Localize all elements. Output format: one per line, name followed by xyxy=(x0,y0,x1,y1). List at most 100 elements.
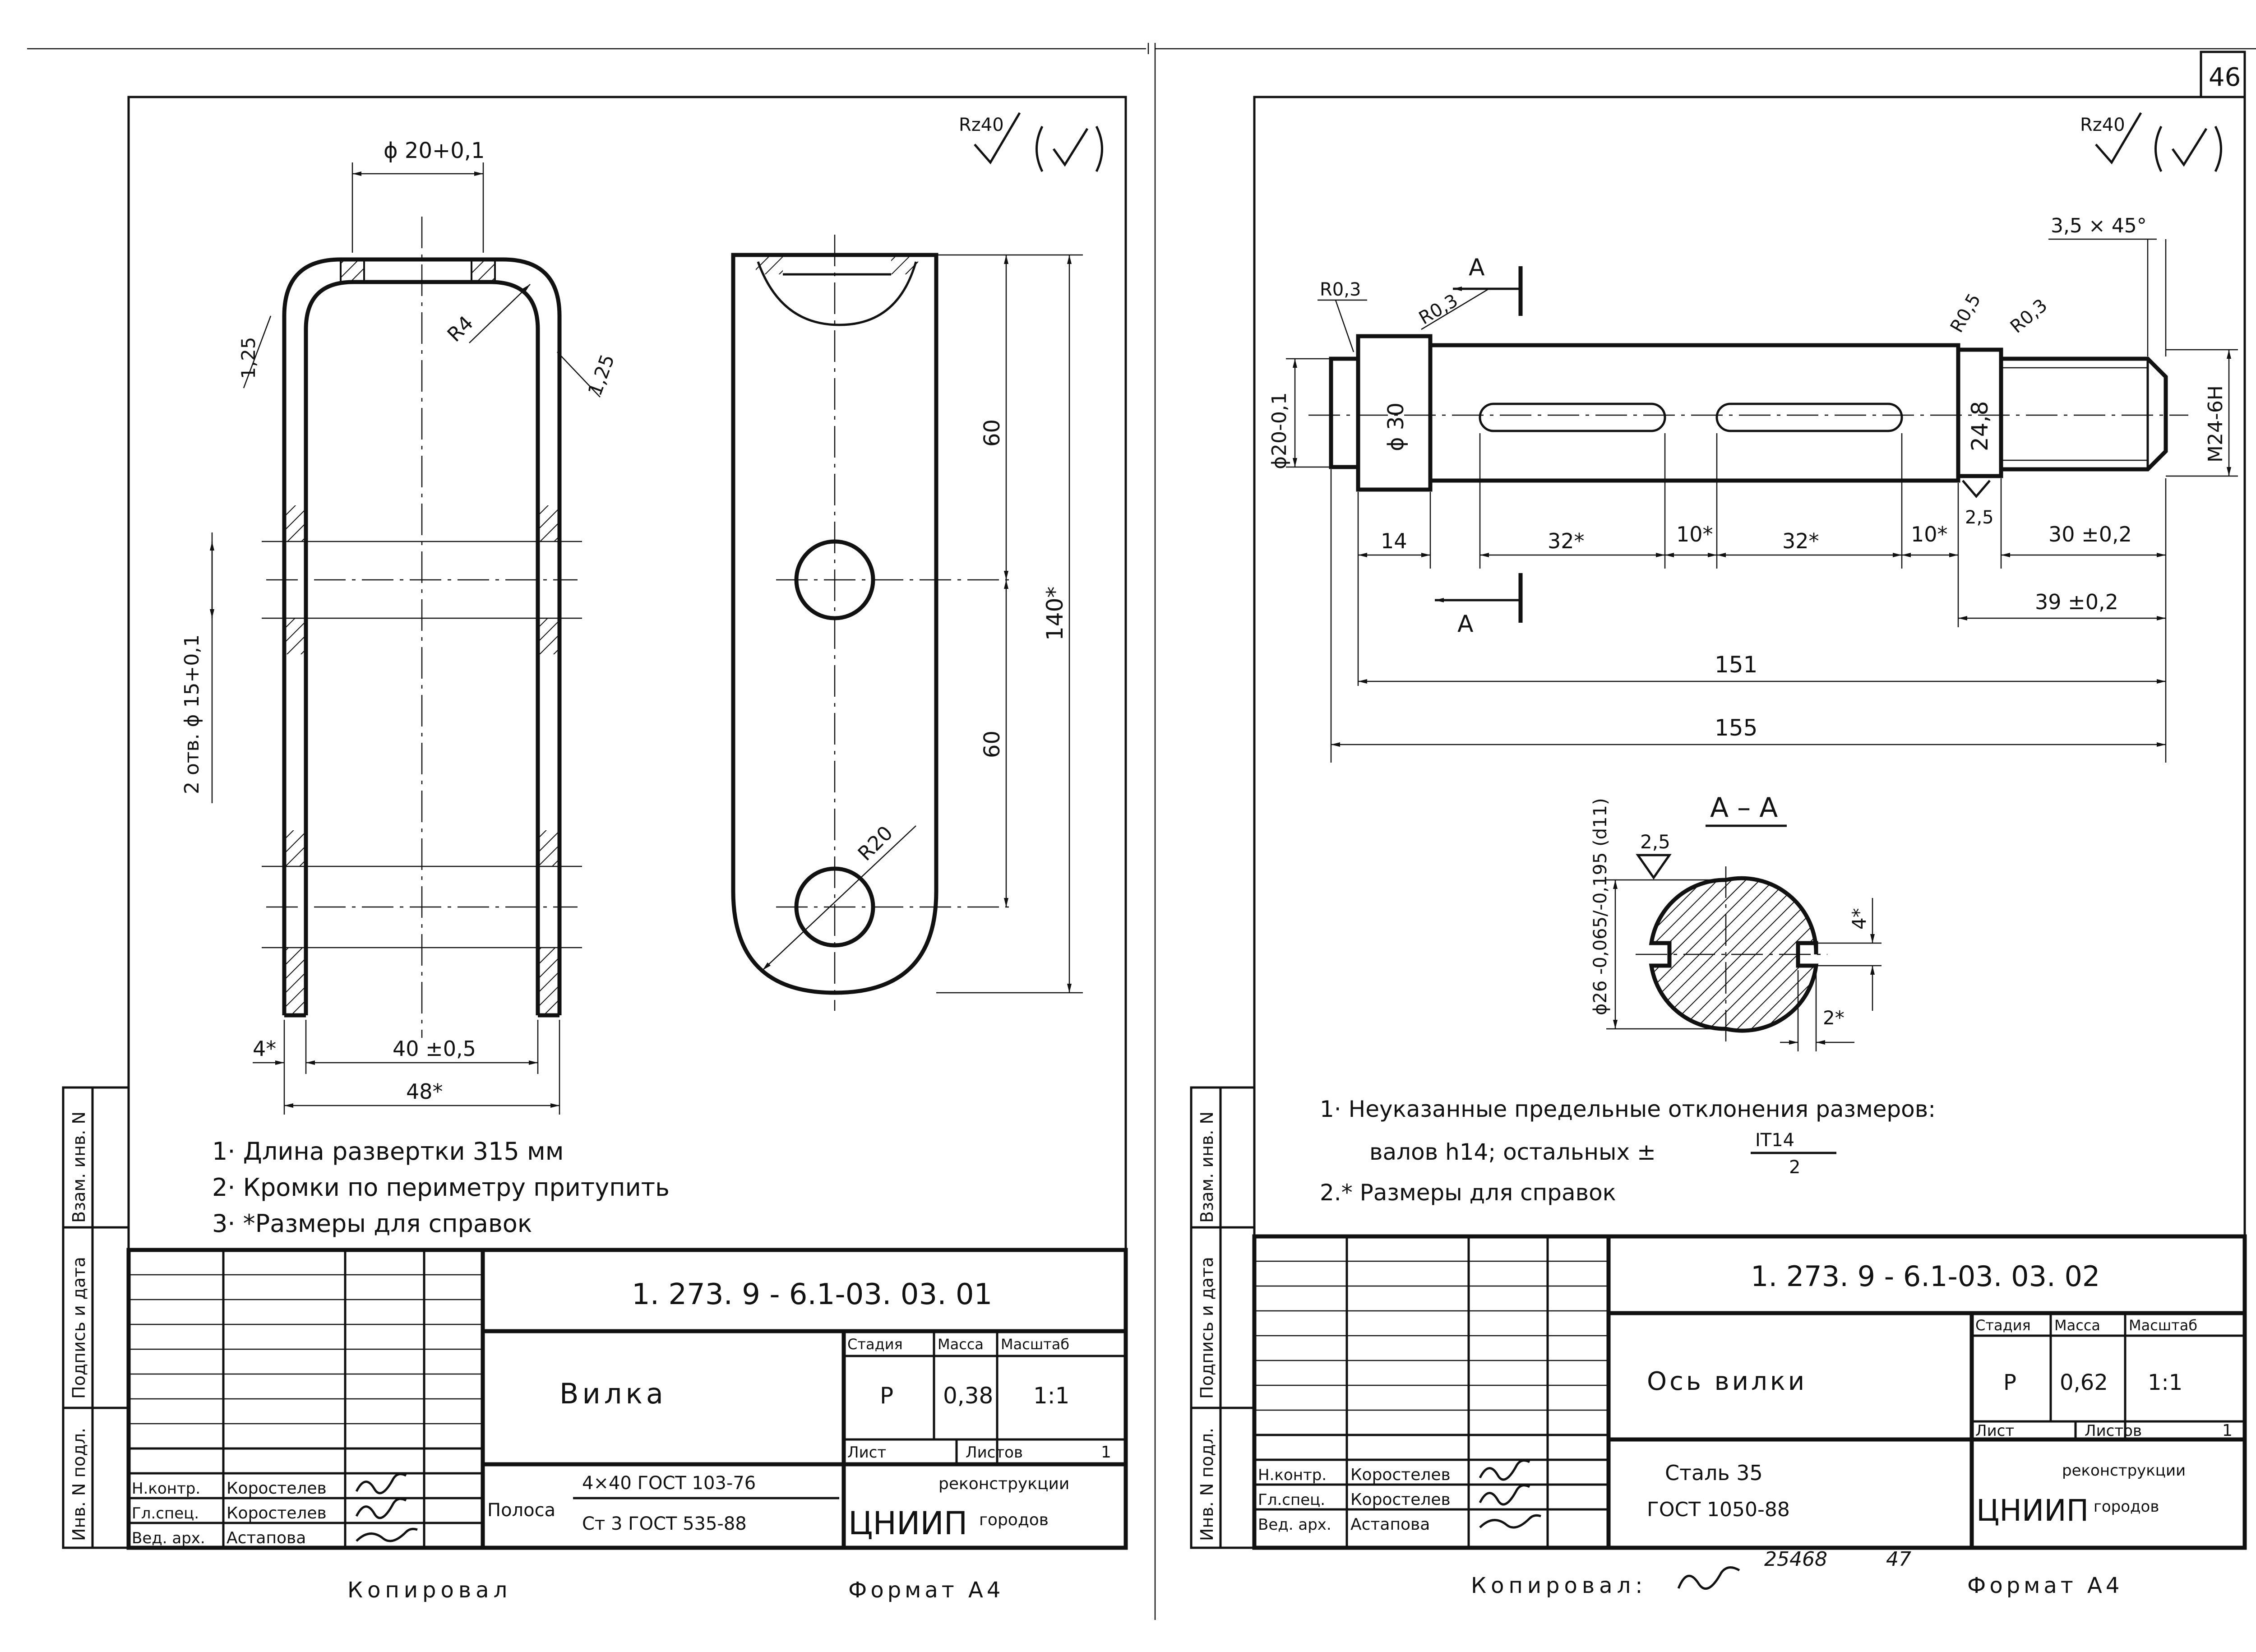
shaft-view: А А R0,3 R0,3 R0,5 R0,3 3,5 × 45° ϕ20-0,… xyxy=(1268,214,2238,763)
dim-thick-left: 1,25 xyxy=(237,337,259,379)
roughness-mark-right: Rz40 xyxy=(2080,112,2222,172)
side-label-podpis: Подпись и дата xyxy=(69,1257,89,1399)
left-notes: 1· Длина развертки 315 мм 2· Кромки по п… xyxy=(212,1137,670,1238)
svg-text:Листов: Листов xyxy=(2085,1422,2142,1440)
left-copied: Копировал xyxy=(347,1578,512,1603)
svg-text:Подпись и дата: Подпись и дата xyxy=(1197,1257,1217,1399)
svg-text:А: А xyxy=(1457,611,1474,638)
svg-text:10*: 10* xyxy=(1676,522,1713,546)
svg-text:10*: 10* xyxy=(1911,522,1948,546)
svg-text:реконструкции: реконструкции xyxy=(938,1475,1069,1493)
svg-text:24,8: 24,8 xyxy=(1967,401,1993,451)
svg-text:4×40 ГОСТ 103-76: 4×40 ГОСТ 103-76 xyxy=(582,1473,756,1494)
note-2: 2· Кромки по периметру притупить xyxy=(212,1173,670,1202)
left-format: Формат А4 xyxy=(848,1578,1004,1603)
svg-text:Коростелев: Коростелев xyxy=(227,1479,327,1498)
svg-text:Лист: Лист xyxy=(1975,1422,2014,1440)
svg-text:39 ±0,2: 39 ±0,2 xyxy=(2035,590,2118,614)
fork-front-view: ϕ 20+0,1 R4 1,25 1,25 2 отв. ϕ 15+0,1 4*… xyxy=(180,138,619,1115)
svg-text:0,62: 0,62 xyxy=(2060,1370,2108,1395)
svg-text:IT14: IT14 xyxy=(1755,1130,1794,1151)
right-doc-code: 1. 273. 9 - 6.1-03. 03. 02 xyxy=(1751,1260,2100,1293)
svg-text:Масса: Масса xyxy=(938,1336,984,1353)
svg-text:Масштаб: Масштаб xyxy=(1001,1336,1069,1353)
left-sheet: Инв. N подл. Подпись и дата Взам. инв. N… xyxy=(62,96,1128,1603)
note-3: 3· *Размеры для справок xyxy=(212,1209,532,1238)
svg-text:ГОСТ 1050-88: ГОСТ 1050-88 xyxy=(1647,1498,1790,1521)
svg-text:Гл.спец.: Гл.спец. xyxy=(1258,1491,1325,1509)
svg-text:городов: городов xyxy=(979,1511,1049,1529)
svg-text:R0,5: R0,5 xyxy=(1946,290,1985,336)
dim-60-a: 60 xyxy=(980,419,1005,447)
svg-text:Р: Р xyxy=(2003,1370,2016,1395)
svg-text:Коростелев: Коростелев xyxy=(1350,1490,1451,1509)
svg-text:Rz40: Rz40 xyxy=(2080,115,2125,135)
svg-text:1· Неуказанные предельные откл: 1· Неуказанные предельные отклонения раз… xyxy=(1320,1096,1936,1122)
svg-text:Н.контр.: Н.контр. xyxy=(1258,1466,1327,1484)
dim-4: 4* xyxy=(253,1037,276,1061)
svg-text:0,38: 0,38 xyxy=(943,1383,993,1409)
svg-text:1: 1 xyxy=(2222,1421,2233,1440)
dim-holes: 2 отв. ϕ 15+0,1 xyxy=(180,634,203,794)
svg-text:Вед. арх.: Вед. арх. xyxy=(1258,1516,1331,1534)
svg-text:32*: 32* xyxy=(1548,529,1585,553)
svg-text:14: 14 xyxy=(1381,529,1407,553)
roughness-mark-left: Rz40 xyxy=(959,112,1103,172)
svg-text:Гл.спец.: Гл.спец. xyxy=(132,1504,199,1522)
svg-text:Сталь 35: Сталь 35 xyxy=(1665,1461,1763,1485)
svg-text:ϕ26 -0,065/-0,195 (d11): ϕ26 -0,065/-0,195 (d11) xyxy=(1590,798,1611,1015)
svg-text:Масштаб: Масштаб xyxy=(2129,1317,2197,1334)
fork-side-view: R20 60 60 140* xyxy=(731,235,1083,1011)
left-part-name: Вилка xyxy=(559,1377,667,1410)
svg-text:47: 47 xyxy=(1886,1548,1911,1571)
right-notes: 1· Неуказанные предельные отклонения раз… xyxy=(1320,1096,1936,1206)
svg-text:Н.контр.: Н.контр. xyxy=(132,1480,200,1498)
side-label-vzam: Взам. инв. N xyxy=(69,1111,89,1223)
svg-text:А – А: А – А xyxy=(1710,792,1778,824)
dim-r20: R20 xyxy=(854,822,897,865)
dim-140: 140* xyxy=(1042,587,1068,641)
svg-text:R0,3: R0,3 xyxy=(1320,279,1361,300)
svg-text:реконструкции: реконструкции xyxy=(2062,1462,2186,1480)
left-org-logo: ЦНИИП xyxy=(848,1505,967,1542)
svg-text:Полоса: Полоса xyxy=(487,1500,555,1521)
right-copied: Копировал: xyxy=(1471,1573,1647,1598)
svg-text:3,5 × 45°: 3,5 × 45° xyxy=(2051,214,2147,237)
dim-60-b: 60 xyxy=(980,731,1005,758)
svg-text:151: 151 xyxy=(1715,652,1757,678)
svg-text:Стадия: Стадия xyxy=(847,1336,903,1353)
svg-text:А: А xyxy=(1469,254,1485,281)
svg-text:R0,3: R0,3 xyxy=(2006,295,2052,338)
svg-text:M24-6H: M24-6H xyxy=(2204,385,2227,463)
right-title-block: Н.контр. Гл.спец. Вед. арх. Коростелев К… xyxy=(1252,1234,2247,1550)
dim-r4: R4 xyxy=(443,311,478,346)
svg-text:городов: городов xyxy=(2094,1498,2159,1516)
svg-text:Коростелев: Коростелев xyxy=(227,1504,327,1522)
left-side-labels: Инв. N подл. Подпись и дата Взам. инв. N xyxy=(69,1111,89,1541)
section-a-a: А – А ϕ26 -0,065/-0,195 (d11) 2,5 4* 2* xyxy=(1590,792,1882,1051)
dim-thick-right: 1,25 xyxy=(583,352,619,399)
svg-text:1:1: 1:1 xyxy=(2148,1370,2182,1395)
svg-text:32*: 32* xyxy=(1782,529,1819,553)
right-format: Формат А4 xyxy=(1967,1573,2123,1598)
svg-text:Вед. арх.: Вед. арх. xyxy=(132,1529,205,1547)
left-doc-code: 1. 273. 9 - 6.1-03. 03. 01 xyxy=(632,1278,992,1311)
svg-text:Rz40: Rz40 xyxy=(959,115,1004,135)
svg-text:ϕ20-0,1: ϕ20-0,1 xyxy=(1268,392,1291,469)
note-1: 1· Длина развертки 315 мм xyxy=(212,1137,564,1166)
svg-text:Стадия: Стадия xyxy=(1975,1317,2031,1334)
svg-text:155: 155 xyxy=(1715,715,1757,741)
svg-text:Астапова: Астапова xyxy=(1350,1515,1430,1534)
svg-text:25468: 25468 xyxy=(1764,1548,1827,1571)
right-sheet: 46 Инв. N подл. Подпись и дата Взам. инв… xyxy=(1190,51,2247,1598)
dim-48: 48* xyxy=(406,1079,443,1104)
left-title-block: Н.контр. Гл.спец. Вед. арх. Коростелев К… xyxy=(126,1248,1128,1550)
right-org-logo: ЦНИИП xyxy=(1976,1493,2089,1528)
svg-text:2.* Размеры для справок: 2.* Размеры для справок xyxy=(1320,1180,1616,1206)
svg-text:2*: 2* xyxy=(1823,1007,1845,1029)
svg-text:4*: 4* xyxy=(1848,908,1870,930)
svg-text:2,5: 2,5 xyxy=(1640,831,1670,853)
svg-text:2: 2 xyxy=(1789,1157,1800,1178)
svg-text:Астапова: Астапова xyxy=(227,1529,306,1547)
